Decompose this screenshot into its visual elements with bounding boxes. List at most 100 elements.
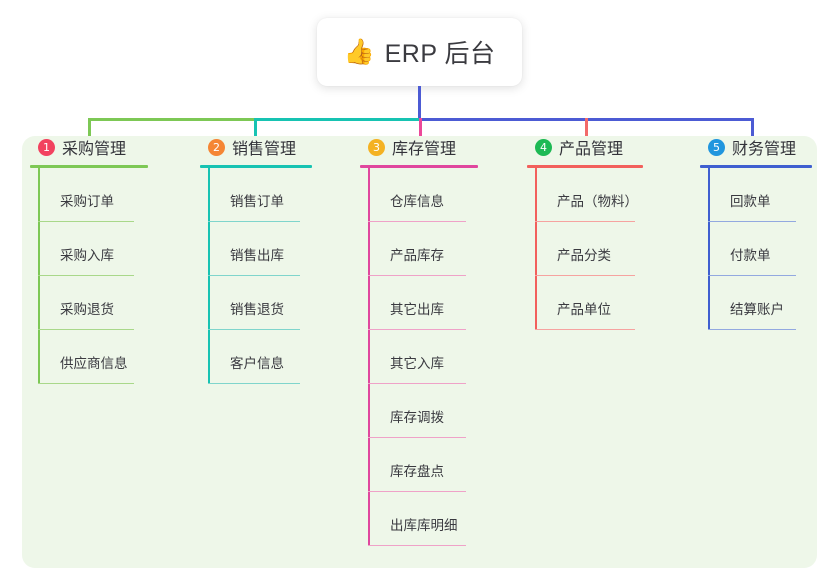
column-badge-2: 2 [208,138,225,156]
list-item-label: 结算账户 [730,302,784,317]
connector-segment-2 [254,118,422,121]
column-badge-4: 4 [535,138,552,156]
list-item[interactable]: 销售订单 [200,168,360,222]
list-item[interactable]: 客户信息 [200,330,360,384]
thumbs-up-icon: 👍 [343,37,375,66]
list-item-rule [38,274,134,276]
list-item-rule [208,274,300,276]
list-item-rule [368,274,466,276]
list-item[interactable]: 供应商信息 [30,330,190,384]
connector-stem [418,86,421,121]
list-item-label: 客户信息 [230,356,284,371]
list-item-rule [535,328,635,330]
list-item[interactable]: 库存盘点 [360,438,520,492]
list-item-label: 产品单位 [557,302,611,317]
column-spine [368,168,370,546]
list-item-rule [535,274,635,276]
list-item[interactable]: 销售出库 [200,222,360,276]
list-item[interactable]: 产品（物料） [527,168,687,222]
list-item[interactable]: 其它入库 [360,330,520,384]
list-item-rule [368,328,466,330]
list-item-rule [368,382,466,384]
column-items: 仓库信息产品库存其它出库其它入库库存调拨库存盘点出库库明细 [360,168,520,546]
column-title: 库存管理 [392,141,457,158]
list-item-label: 采购退货 [60,302,114,317]
column-items: 产品（物料） 产品分类产品单位 [527,168,687,330]
column-header-3[interactable]: 3 库存管理 [360,136,520,158]
column-title: 采购管理 [62,141,127,158]
list-item-label: 采购入库 [60,248,114,263]
list-item-label: 采购订单 [60,194,114,209]
list-item[interactable]: 采购订单 [30,168,190,222]
list-item[interactable]: 采购入库 [30,222,190,276]
list-item-rule [368,490,466,492]
list-item-label: 回款单 [730,194,771,209]
column-title: 产品管理 [559,141,624,158]
list-item[interactable]: 产品库存 [360,222,520,276]
list-item-label: 销售出库 [230,248,284,263]
column-title: 销售管理 [232,141,297,158]
list-item-label: 库存调拨 [390,410,444,425]
column-items: 销售订单销售出库销售退货客户信息 [200,168,360,384]
list-item-label: 产品（物料） [557,194,638,209]
column-badge-3: 3 [368,138,385,156]
list-item-label: 供应商信息 [60,356,128,371]
list-item[interactable]: 采购退货 [30,276,190,330]
connector-segment-1 [88,118,257,121]
column-rule [527,165,643,168]
list-item-label: 库存盘点 [390,464,444,479]
column-3: 3 库存管理仓库信息产品库存其它出库其它入库库存调拨库存盘点出库库明细 [360,136,520,546]
list-item-rule [368,220,466,222]
list-item-label: 销售退货 [230,302,284,317]
list-item-rule [708,274,796,276]
column-rule [700,165,812,168]
column-2: 2 销售管理销售订单销售出库销售退货客户信息 [200,136,360,384]
list-item[interactable]: 出库库明细 [360,492,520,546]
list-item-rule [208,220,300,222]
list-item[interactable]: 产品单位 [527,276,687,330]
root-node-card[interactable]: 👍 ERP 后台 [317,18,522,86]
list-item[interactable]: 付款单 [700,222,839,276]
column-spine [535,168,537,330]
list-item[interactable]: 销售退货 [200,276,360,330]
list-item[interactable]: 仓库信息 [360,168,520,222]
column-4: 4 产品管理产品（物料） 产品分类产品单位 [527,136,687,330]
list-item-rule [368,544,466,546]
list-item-rule [208,382,300,384]
column-spine [708,168,710,330]
column-header-2[interactable]: 2 销售管理 [200,136,360,158]
list-item-rule [208,328,300,330]
list-item-label: 付款单 [730,248,771,263]
list-item-label: 产品分类 [557,248,611,263]
list-item-label: 产品库存 [390,248,444,263]
column-spine [208,168,210,384]
list-item-rule [38,220,134,222]
list-item[interactable]: 库存调拨 [360,384,520,438]
column-rule [30,165,148,168]
list-item-rule [368,436,466,438]
root-node-title: ERP 后台 [384,40,496,68]
column-badge-5: 5 [708,138,725,156]
column-items: 采购订单采购入库采购退货供应商信息 [30,168,190,384]
list-item-rule [708,220,796,222]
list-item-rule [38,382,134,384]
list-item-rule [535,220,635,222]
list-item-label: 其它出库 [390,302,444,317]
list-item[interactable]: 结算账户 [700,276,839,330]
column-header-4[interactable]: 4 产品管理 [527,136,687,158]
list-item[interactable]: 产品分类 [527,222,687,276]
list-item-label: 出库库明细 [390,518,458,533]
column-spine [38,168,40,384]
column-items: 回款单付款单结算账户 [700,168,839,330]
list-item-rule [708,328,796,330]
list-item[interactable]: 其它出库 [360,276,520,330]
list-item-label: 销售订单 [230,194,284,209]
list-item-label: 其它入库 [390,356,444,371]
list-item-rule [38,328,134,330]
list-item[interactable]: 回款单 [700,168,839,222]
